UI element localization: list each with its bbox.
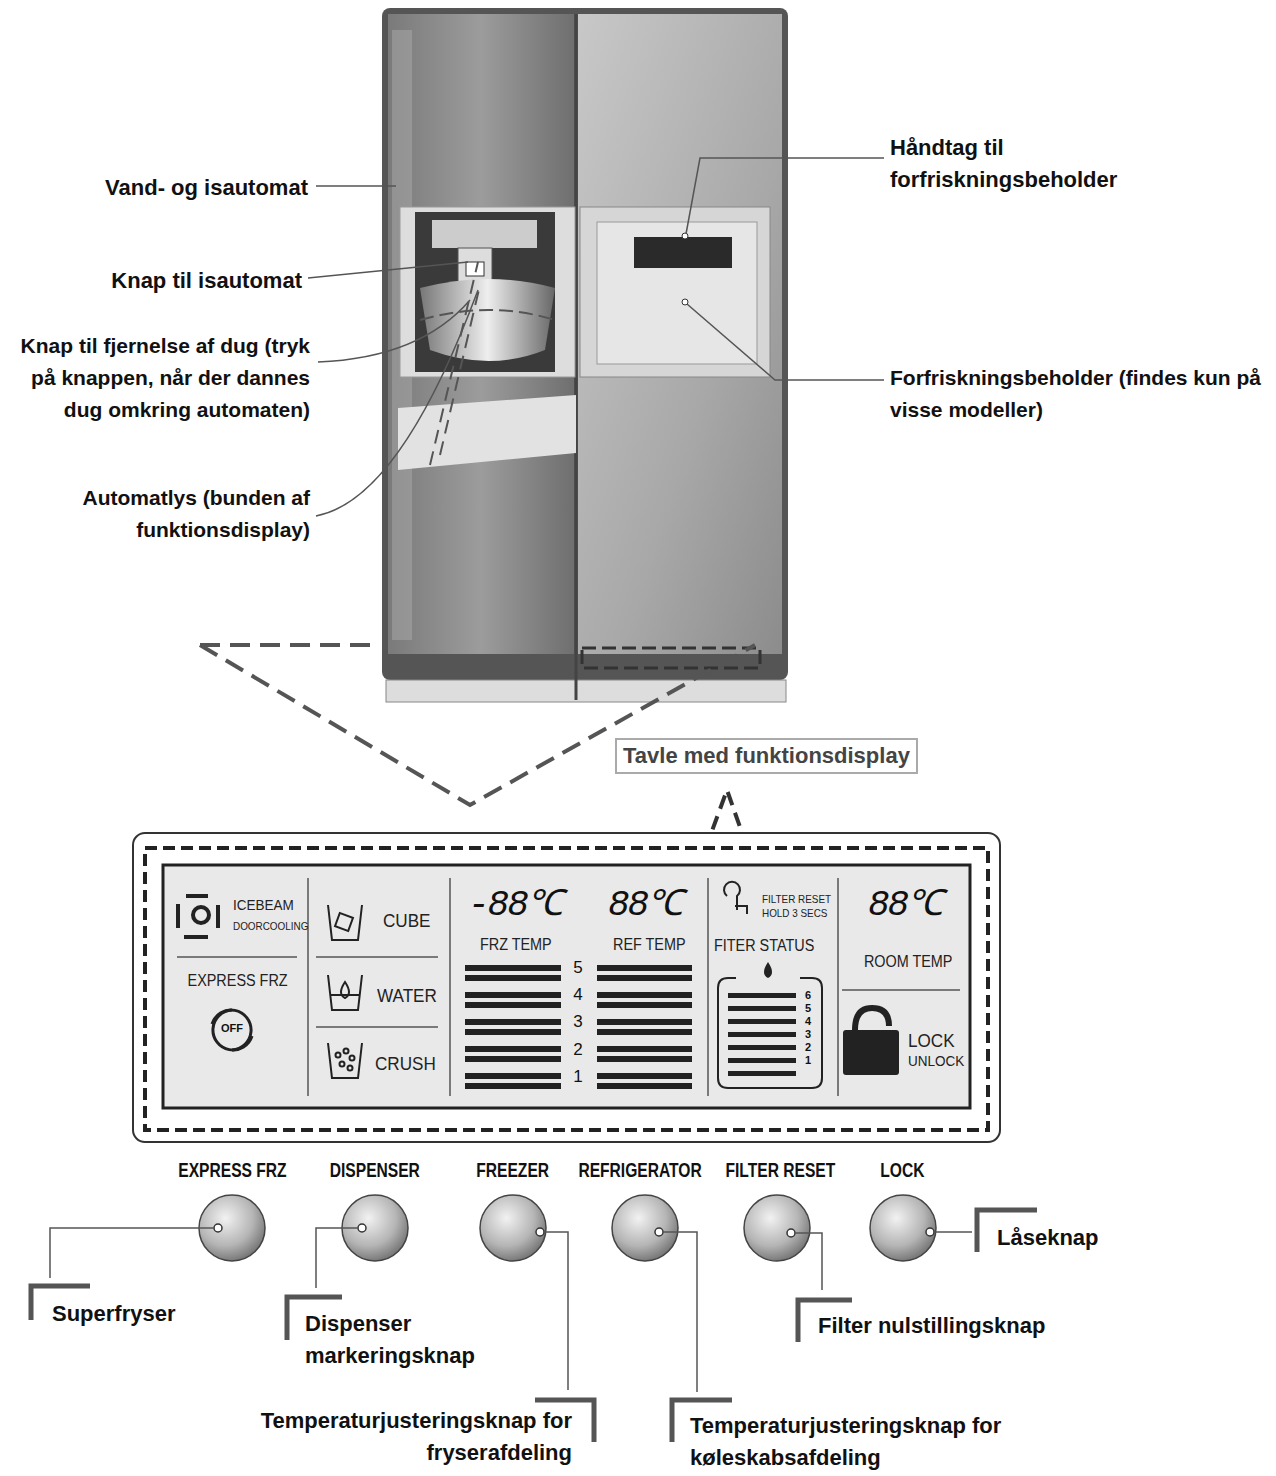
level-number: 3 xyxy=(805,1028,811,1041)
callout-label: Forfriskningsbeholder (findes kun på vis… xyxy=(890,362,1272,426)
box-title: Tavle med funktionsdisplay xyxy=(623,743,910,769)
callout-label: Vand- og isautomat xyxy=(105,172,308,204)
display-text: WATER xyxy=(377,985,437,1007)
digit-display: -88℃ xyxy=(468,886,561,926)
callout-label: Låseknap xyxy=(997,1222,1099,1254)
callout-label: Dispenser markeringsknap xyxy=(305,1308,535,1372)
level-number: 5 xyxy=(573,958,582,978)
level-number: 1 xyxy=(805,1054,811,1067)
digit-display: 88℃ xyxy=(608,886,681,926)
button-label: FILTER RESET xyxy=(725,1158,835,1182)
display-text: CRUSH xyxy=(375,1053,436,1075)
level-number: 1 xyxy=(573,1067,582,1087)
display-text: UNLOCK xyxy=(908,1052,964,1070)
level-number: 2 xyxy=(805,1041,811,1054)
button-label: LOCK xyxy=(880,1158,924,1182)
display-text: DOORCOOLING xyxy=(233,920,308,932)
callout-label: Temperaturjusteringsknap for køleskabsaf… xyxy=(690,1410,1070,1474)
digit-display: 88℃ xyxy=(868,886,941,926)
callout-label: Håndtag til forfriskningsbeholder xyxy=(890,132,1190,196)
level-number: 3 xyxy=(573,1012,582,1032)
display-text: LOCK xyxy=(908,1031,955,1051)
display-text: FRZ TEMP xyxy=(480,936,552,954)
level-number: 6 xyxy=(805,989,811,1002)
callout-label: Filter nulstillingsknap xyxy=(818,1310,1045,1342)
level-number: 4 xyxy=(573,985,582,1005)
button-label: EXPRESS FRZ xyxy=(178,1158,286,1182)
label-box: Tavle med funktionsdisplay xyxy=(615,738,918,774)
display-text: ICEBEAM xyxy=(233,897,294,913)
callout-label: Automatlys (bunden af funktionsdisplay) xyxy=(60,482,310,546)
display-text: REF TEMP xyxy=(613,936,686,954)
callout-label: Knap til fjernelse af dug (tryk på knapp… xyxy=(0,330,310,426)
level-number: 2 xyxy=(573,1040,582,1060)
callout-label: Knap til isautomat xyxy=(111,265,302,297)
button-label: FREEZER xyxy=(477,1158,550,1182)
callout-label: Superfryser xyxy=(52,1298,176,1330)
level-number: 4 xyxy=(805,1015,811,1028)
display-text: OFF xyxy=(221,1022,243,1035)
display-text: FILTER RESET xyxy=(762,893,831,905)
display-text: CUBE xyxy=(383,910,431,932)
button-label: REFRIGERATOR xyxy=(578,1158,701,1182)
display-text: EXPRESS FRZ xyxy=(188,972,288,990)
display-text: FITER STATUS xyxy=(714,937,814,955)
display-text: HOLD 3 SECS xyxy=(762,907,827,919)
button-label: DISPENSER xyxy=(330,1158,420,1182)
level-number: 5 xyxy=(805,1002,811,1015)
display-text: ROOM TEMP xyxy=(864,953,953,971)
callout-label: Temperaturjusteringsknap for fryserafdel… xyxy=(250,1405,572,1469)
